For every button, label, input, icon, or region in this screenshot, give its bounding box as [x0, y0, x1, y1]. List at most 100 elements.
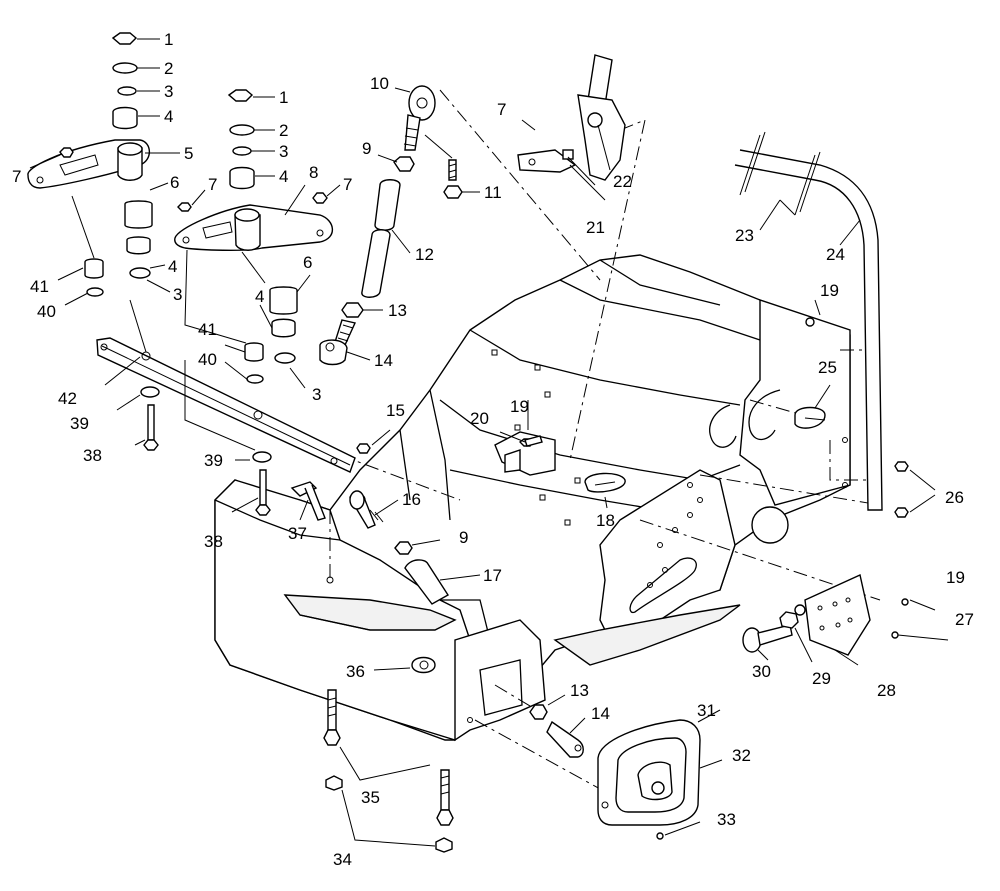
callout-19: 19 [510, 397, 529, 416]
nut-1b [227, 89, 254, 102]
rivet-33 [656, 832, 664, 840]
callout-42: 42 [58, 389, 77, 408]
nut-26a [894, 461, 909, 472]
callout-6: 6 [170, 173, 179, 192]
nut-1a [111, 32, 138, 45]
callout-10: 10 [370, 74, 389, 93]
callout-6: 6 [303, 253, 312, 272]
callout-14: 14 [374, 351, 393, 370]
callout-17: 17 [483, 566, 502, 585]
callout-39: 39 [204, 451, 223, 470]
callout-18: 18 [596, 511, 615, 530]
washer-2b [229, 124, 255, 136]
callout-34: 34 [333, 850, 352, 869]
callout-31: 31 [697, 701, 716, 720]
callout-2: 2 [164, 59, 173, 78]
callout-35: 35 [361, 788, 380, 807]
rivet-19a [805, 317, 815, 327]
callout-1: 1 [279, 88, 288, 107]
steering-post [517, 54, 626, 181]
callout-labels: 1 2 3 4 5 7 6 41 40 4 3 1 2 3 4 7 8 7 6 … [12, 30, 974, 869]
callout-15: 15 [386, 401, 405, 420]
callout-5: 5 [184, 144, 193, 163]
bolt-35a [327, 689, 337, 731]
callout-1: 1 [164, 30, 173, 49]
callout-33: 33 [717, 810, 736, 829]
lower-hardware [140, 386, 449, 605]
callout-21: 21 [586, 218, 605, 237]
nut-26b [894, 507, 909, 518]
left-steering-arm-assy [27, 32, 153, 297]
callout-37: 37 [288, 524, 307, 543]
mount-plate [597, 719, 701, 840]
callout-13: 13 [388, 301, 407, 320]
callout-9: 9 [459, 528, 468, 547]
bottom-hardware [323, 435, 584, 853]
bushing-4d [271, 318, 296, 338]
callout-4: 4 [168, 257, 177, 276]
callout-11: 11 [484, 183, 502, 202]
bolt-38a [147, 404, 155, 441]
bushing-41b [244, 342, 264, 362]
nut-9a [393, 156, 415, 172]
callout-32: 32 [732, 746, 751, 765]
bumper-bracket-28 [742, 574, 909, 656]
bolt-38b [259, 469, 267, 506]
clamp-18 [584, 472, 626, 493]
ball-joint-14a [319, 339, 348, 366]
callout-19: 19 [946, 568, 965, 587]
callout-38: 38 [204, 532, 223, 551]
washer-2a [112, 62, 138, 74]
pin-19b [524, 435, 543, 447]
callout-39: 39 [70, 414, 89, 433]
ball-joint-14b [546, 720, 584, 758]
hand-grip-loop [734, 131, 883, 511]
callout-3: 3 [312, 385, 321, 404]
washer-3d [274, 352, 296, 364]
bushing-4b [126, 236, 151, 255]
bumper-30 [742, 627, 762, 653]
nut-7b [177, 202, 192, 212]
callout-4: 4 [279, 167, 288, 186]
rivet-27 [891, 631, 899, 639]
callout-7: 7 [343, 175, 352, 194]
spacer-6a [124, 200, 153, 229]
rivet-19c [901, 598, 909, 606]
nut-13b [529, 704, 548, 720]
clamp-25 [794, 406, 826, 429]
bushing-41a [84, 258, 104, 279]
callout-22: 22 [613, 172, 632, 191]
callout-3: 3 [279, 142, 288, 161]
bushing-4c [229, 166, 255, 190]
callout-12: 12 [415, 245, 434, 264]
bolt-37 [290, 481, 318, 497]
callout-41: 41 [30, 277, 49, 296]
grommet-36 [411, 656, 436, 674]
nut-29 [779, 611, 799, 629]
chassis-frame [214, 254, 851, 742]
nut-7c [312, 192, 328, 204]
nut-34b [435, 837, 453, 853]
callout-36: 36 [346, 662, 365, 681]
washer-39a [140, 386, 160, 398]
nut-9b [394, 541, 413, 555]
right-steering-arm-assy [174, 89, 334, 384]
rod-end-10 [408, 85, 436, 121]
callout-4: 4 [255, 287, 264, 306]
callout-2: 2 [279, 121, 288, 140]
callout-28: 28 [877, 681, 896, 700]
callout-7: 7 [208, 175, 217, 194]
leader-lines [29, 38, 949, 847]
callout-40: 40 [198, 350, 217, 369]
oring-40a [86, 287, 104, 297]
washer-39b [252, 451, 272, 463]
lockwasher-3a [117, 86, 137, 96]
tube-12a [374, 179, 401, 231]
tunnel-holes [326, 349, 848, 723]
spacer-6b [269, 286, 298, 315]
washer-3b [129, 267, 151, 279]
callout-4: 4 [164, 107, 173, 126]
drag-link [319, 85, 463, 366]
callout-24: 24 [826, 245, 845, 264]
